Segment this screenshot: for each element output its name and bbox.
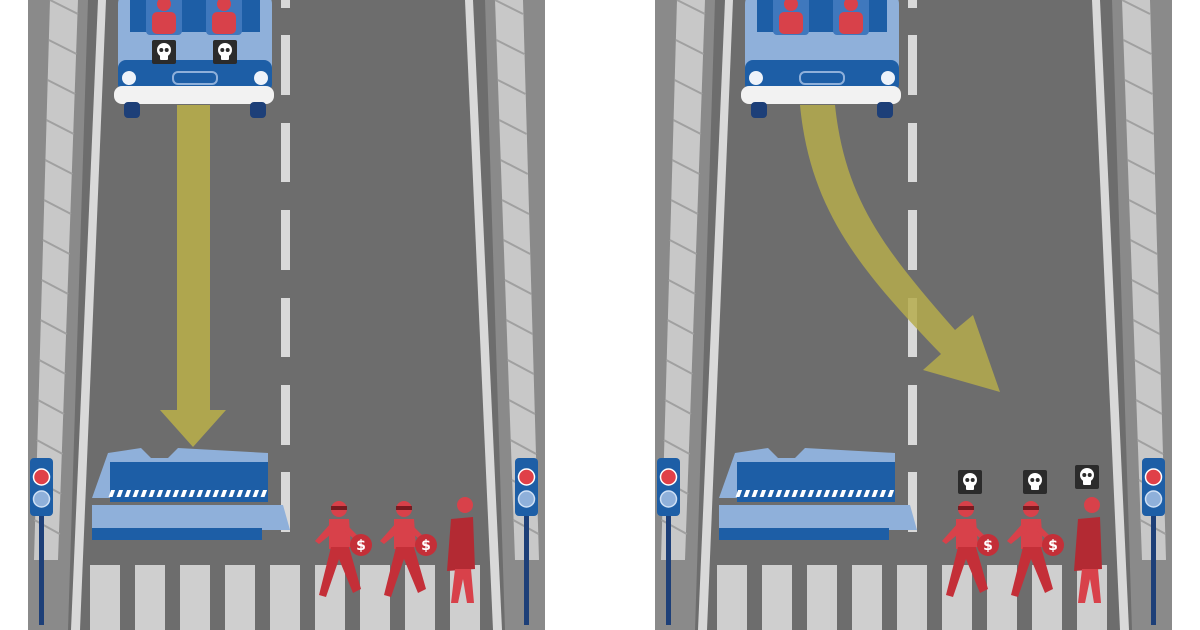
headlight [122, 71, 136, 85]
stop-hand-icon [659, 468, 678, 486]
money-bag-icon [977, 534, 999, 556]
autonomous-car [114, 0, 274, 118]
crosswalk-stripe [852, 565, 882, 630]
center-lane-dash [281, 298, 290, 357]
road-scene: $$ [28, 0, 545, 630]
trajectory-arrow [800, 105, 1000, 392]
money-bag-icon [350, 534, 372, 556]
right-guardrail [1122, 0, 1166, 560]
autonomous-car [741, 0, 901, 118]
pedestrian-group: $$ [942, 465, 1102, 603]
wheel [751, 102, 767, 118]
pedestrian-thief: $ [315, 501, 372, 597]
pedestrian-thief: $ [1007, 501, 1064, 597]
skull-icon [958, 470, 982, 494]
crosswalk-stripe [225, 565, 255, 630]
headlight [881, 71, 895, 85]
money-symbol: $ [983, 538, 993, 554]
center-lane-dash [281, 385, 290, 445]
pedestrian-thief: $ [942, 501, 999, 597]
crosswalk-stripe [987, 565, 1017, 630]
stop-hand-icon [1144, 468, 1163, 486]
skull-icon [1023, 470, 1047, 494]
pedestrian-group: $$ [315, 497, 475, 603]
pedestrian-signal [657, 458, 680, 625]
wheel [250, 102, 266, 118]
crosswalk-stripe [270, 565, 300, 630]
skull-icon [213, 40, 237, 64]
crosswalk-stripe [360, 565, 390, 630]
pedestrian-signal [515, 458, 538, 625]
center-lane-dash [281, 0, 290, 8]
bumper [741, 86, 901, 104]
crosswalk-stripe [90, 565, 120, 630]
pedestrian-criminal [1074, 497, 1102, 603]
center-lane-dash [281, 472, 290, 532]
road-scene: $$ [655, 0, 1172, 630]
passenger [146, 0, 182, 35]
passenger [206, 0, 242, 35]
headlight [749, 71, 763, 85]
money-bag-icon [415, 534, 437, 556]
money-bag-icon [1042, 534, 1064, 556]
crosswalk-stripe [807, 565, 837, 630]
money-symbol: $ [421, 538, 431, 554]
right-edge-line [465, 0, 502, 630]
headlight [254, 71, 268, 85]
bumper [114, 86, 274, 104]
grille [799, 71, 845, 85]
right-guardrail [495, 0, 539, 560]
center-lane-dash [908, 472, 917, 532]
center-lane-dash [908, 0, 917, 8]
skull-icon [152, 40, 176, 64]
crosswalk-stripe [717, 565, 747, 630]
center-lane-dash [281, 210, 290, 270]
concrete-barrier [719, 448, 917, 540]
crosswalk-stripe [762, 565, 792, 630]
pedestrian-criminal [447, 497, 475, 603]
passenger [773, 0, 809, 35]
stop-hand-icon [517, 468, 536, 486]
crosswalk-stripe [135, 565, 165, 630]
center-lane-dash [908, 123, 917, 182]
center-lane-dash [908, 385, 917, 445]
left-guardrail [661, 0, 705, 560]
wheel [124, 102, 140, 118]
skull-icon [1075, 465, 1099, 489]
crosswalk-stripe [180, 565, 210, 630]
grille [172, 71, 218, 85]
trajectory-arrow [160, 105, 226, 447]
scenario-panel-stay[interactable]: $$ [28, 0, 545, 630]
center-lane-dash [908, 210, 917, 270]
passenger [833, 0, 869, 35]
pedestrian-signal [30, 458, 53, 625]
pedestrian-signal [1142, 458, 1165, 625]
money-symbol: $ [356, 538, 366, 554]
money-symbol: $ [1048, 538, 1058, 554]
concrete-barrier [92, 448, 290, 540]
scenario-panel-swerve[interactable]: $$ [655, 0, 1172, 630]
stop-hand-icon [32, 468, 51, 486]
right-edge-line [1092, 0, 1129, 630]
left-edge-line [71, 0, 106, 630]
wheel [877, 102, 893, 118]
center-lane-dash [281, 35, 290, 95]
crosswalk-stripe [897, 565, 927, 630]
center-lane-dash [908, 298, 917, 357]
center-lane-dash [281, 123, 290, 182]
left-edge-line [698, 0, 733, 630]
left-guardrail [34, 0, 78, 560]
center-lane-dash [908, 35, 917, 95]
pedestrian-thief: $ [380, 501, 437, 597]
